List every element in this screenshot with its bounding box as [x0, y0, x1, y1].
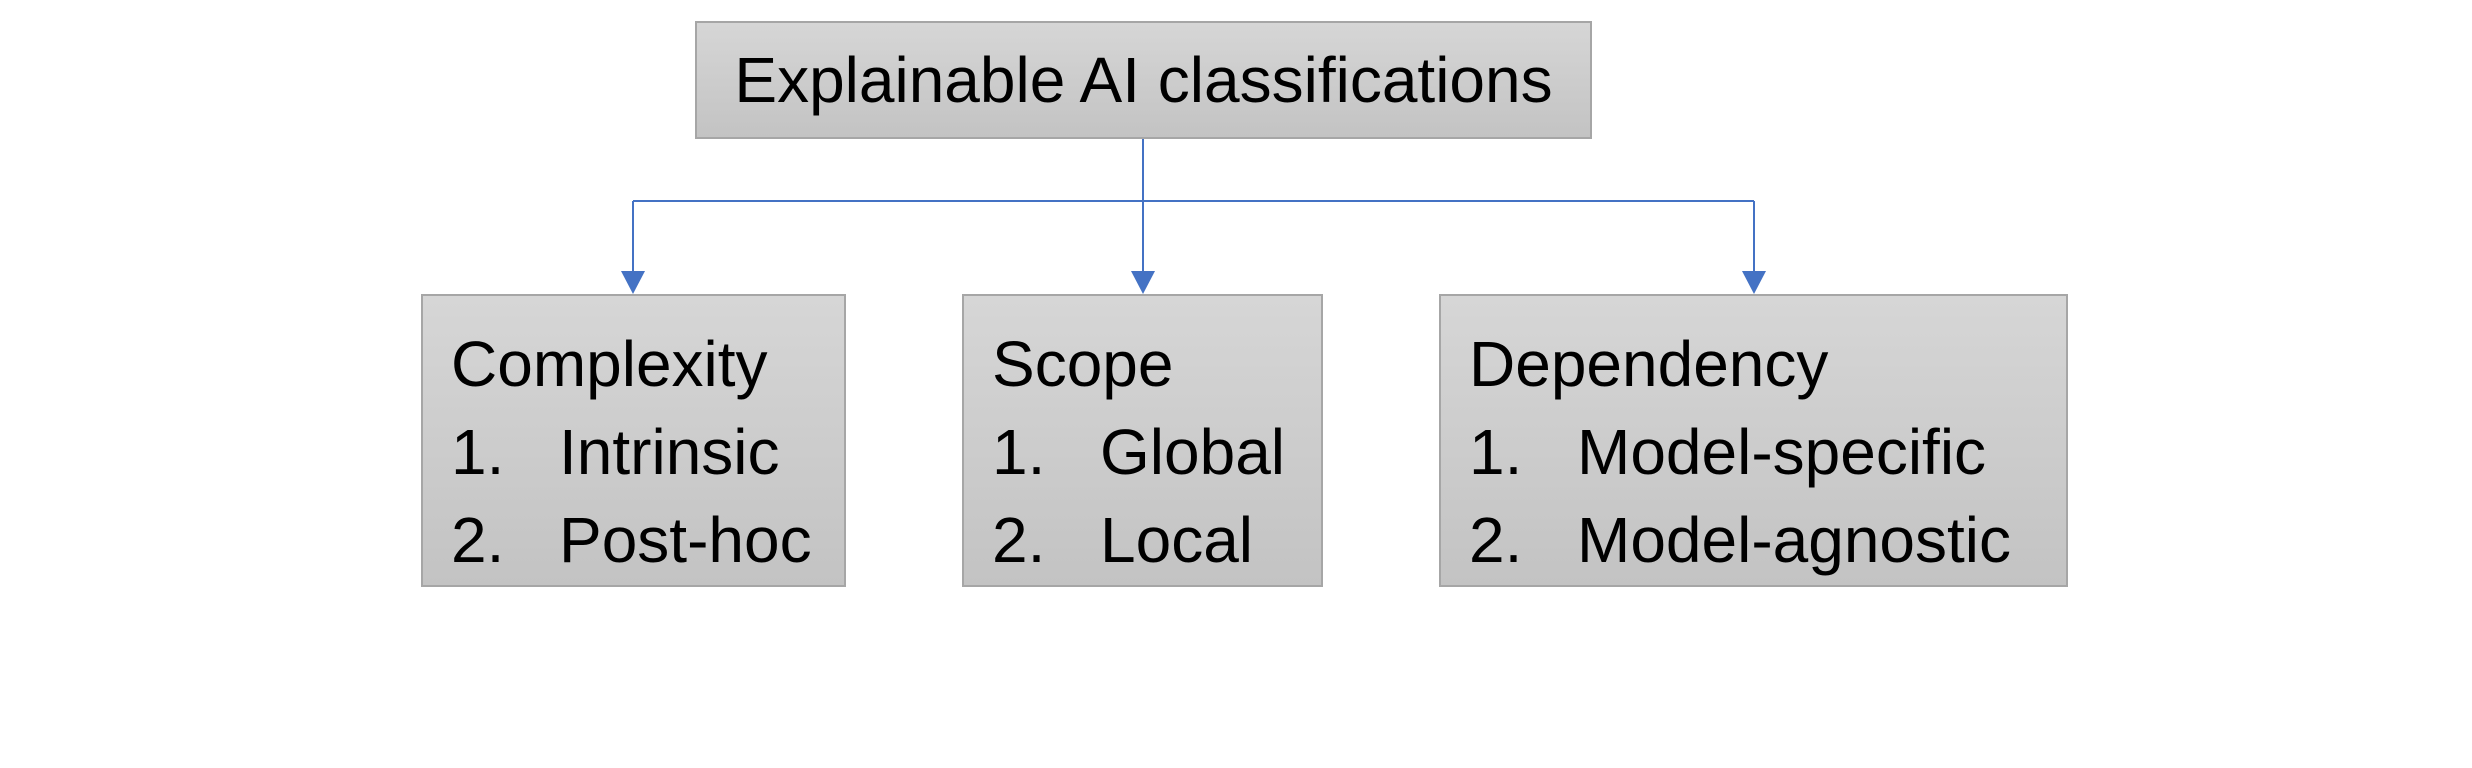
- list-label: Model-agnostic: [1577, 504, 2011, 576]
- list-label: Model-specific: [1577, 416, 1987, 488]
- category-node-dependency: Dependency 1. Model-specific 2. Model-ag…: [1439, 294, 2068, 587]
- arrowhead-dependency: [1742, 271, 1766, 294]
- list-number: 2.: [992, 504, 1046, 576]
- category-title: Scope: [992, 328, 1174, 400]
- list-item: 2. Model-agnostic: [1469, 496, 2066, 584]
- list-number: 1.: [451, 416, 505, 488]
- list-item: 1. Global: [992, 408, 1321, 496]
- list-item: 1. Model-specific: [1469, 408, 2066, 496]
- list-number: 2.: [451, 504, 505, 576]
- root-title: Explainable AI classifications: [734, 44, 1553, 116]
- category-list: 1. Model-specific 2. Model-agnostic: [1469, 408, 2066, 584]
- category-list: 1. Global 2. Local: [992, 408, 1321, 584]
- list-item: 1. Intrinsic: [451, 408, 844, 496]
- category-node-scope: Scope 1. Global 2. Local: [962, 294, 1323, 587]
- arrowhead-complexity: [621, 271, 645, 294]
- arrowhead-scope: [1131, 271, 1155, 294]
- root-node: Explainable AI classifications: [695, 21, 1592, 139]
- list-label: Local: [1100, 504, 1253, 576]
- category-title: Complexity: [451, 328, 768, 400]
- list-label: Global: [1100, 416, 1285, 488]
- category-title: Dependency: [1469, 328, 1829, 400]
- list-label: Post-hoc: [559, 504, 812, 576]
- list-item: 2. Local: [992, 496, 1321, 584]
- list-number: 2.: [1469, 504, 1523, 576]
- category-list: 1. Intrinsic 2. Post-hoc: [451, 408, 844, 584]
- list-item: 2. Post-hoc: [451, 496, 844, 584]
- category-node-complexity: Complexity 1. Intrinsic 2. Post-hoc: [421, 294, 846, 587]
- list-number: 1.: [1469, 416, 1523, 488]
- list-label: Intrinsic: [559, 416, 780, 488]
- list-number: 1.: [992, 416, 1046, 488]
